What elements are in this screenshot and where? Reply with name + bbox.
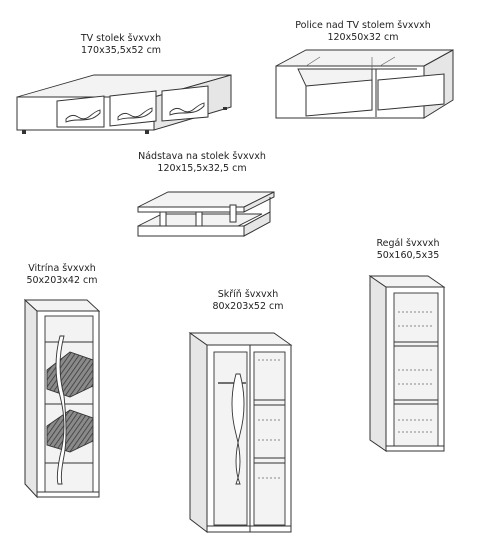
tv-stand-dims: 170x35,5x52 cm xyxy=(80,45,162,56)
display-cabinet-drawing xyxy=(23,298,101,499)
display-cabinet-dims: 50x203x42 cm xyxy=(26,275,98,286)
shelving-unit-dims: 50x160,5x35 xyxy=(376,250,440,261)
tv-stand-topper-dims: 120x15,5x32,5 cm xyxy=(157,163,247,174)
tv-stand-topper-name: Nádstava na stolek švxvxh xyxy=(138,151,266,162)
tv-stand-topper-drawing xyxy=(137,191,275,237)
shelving-unit-caption: Regál švxvxh 50x160,5x35 xyxy=(363,238,453,262)
display-cabinet-caption: Vitrína švxvxh 50x203x42 cm xyxy=(12,263,112,287)
wardrobe-drawing xyxy=(188,332,293,534)
shelving-unit-name: Regál švxvxh xyxy=(376,238,440,249)
wardrobe-caption: Skříň švxvxh 80x203x52 cm xyxy=(193,289,303,313)
display-cabinet-name: Vitrína švxvxh xyxy=(28,263,96,274)
shelving-unit-drawing xyxy=(368,275,446,452)
tv-stand-caption: TV stolek švxvxh 170x35,5x52 cm xyxy=(51,33,191,57)
tv-wall-shelf-name: Police nad TV stolem švxvxh xyxy=(295,20,431,31)
wardrobe-name: Skříň švxvxh xyxy=(217,289,279,300)
wardrobe-dims: 80x203x52 cm xyxy=(212,301,284,312)
tv-stand-name: TV stolek švxvxh xyxy=(80,33,162,44)
tv-stand-topper-caption: Nádstava na stolek švxvxh 120x15,5x32,5 … xyxy=(127,151,277,175)
tv-wall-shelf-caption: Police nad TV stolem švxvxh 120x50x32 cm xyxy=(283,20,443,44)
tv-wall-shelf-drawing xyxy=(275,49,454,119)
tv-stand-drawing xyxy=(16,74,232,134)
tv-wall-shelf-dims: 120x50x32 cm xyxy=(327,32,399,43)
